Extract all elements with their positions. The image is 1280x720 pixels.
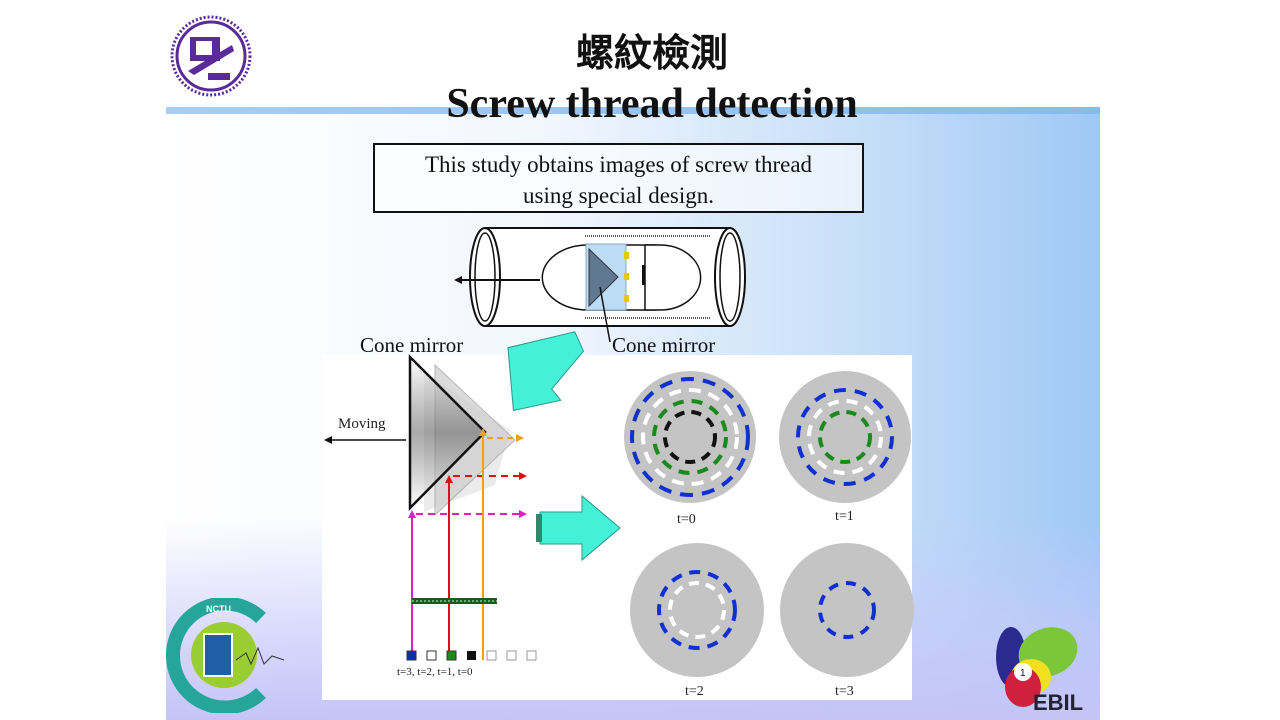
- lab-logo: 1 EBIL: [996, 627, 1083, 714]
- cone-mirror-label-left: Cone mirror: [360, 333, 464, 357]
- circle-t3: [780, 543, 914, 677]
- circle-label-t3: t=3: [835, 684, 854, 699]
- description-box: This study obtains images of screw threa…: [373, 143, 864, 213]
- circle-label-t2: t=2: [685, 684, 704, 699]
- title-chinese: 螺紋檢測: [575, 30, 728, 75]
- description-line-2: using special design.: [523, 183, 714, 208]
- title-english: Screw thread detection: [446, 81, 858, 127]
- circle-t0: [624, 371, 756, 503]
- svg-text:NCTU: NCTU: [206, 604, 231, 614]
- svg-text:1: 1: [1020, 668, 1026, 679]
- title-underline: [166, 107, 1100, 114]
- accent-arrow-down-left: [507, 331, 585, 412]
- tube-diagram: [454, 227, 746, 343]
- time-color-legend: [406, 650, 537, 661]
- circle-t2: [630, 543, 764, 677]
- accent-arrow-right: [539, 494, 621, 562]
- department-logo: NCTU: [166, 598, 285, 713]
- circle-t1: [779, 371, 911, 503]
- university-seal-logo: [170, 15, 252, 97]
- moving-label: Moving: [338, 416, 386, 432]
- time-legend-label: t=3, t=2, t=1, t=0: [397, 666, 473, 678]
- slide-header-area: [166, 0, 1100, 110]
- cone-mirror-diagram: [324, 331, 914, 677]
- cone-mirror-shape: [408, 353, 487, 512]
- circle-label-t1: t=1: [835, 509, 854, 524]
- circle-label-t0: t=0: [677, 512, 696, 527]
- description-line-1: This study obtains images of screw threa…: [424, 152, 813, 177]
- svg-text:EBIL: EBIL: [1033, 690, 1083, 714]
- cone-mirror-label-right: Cone mirror: [612, 333, 716, 357]
